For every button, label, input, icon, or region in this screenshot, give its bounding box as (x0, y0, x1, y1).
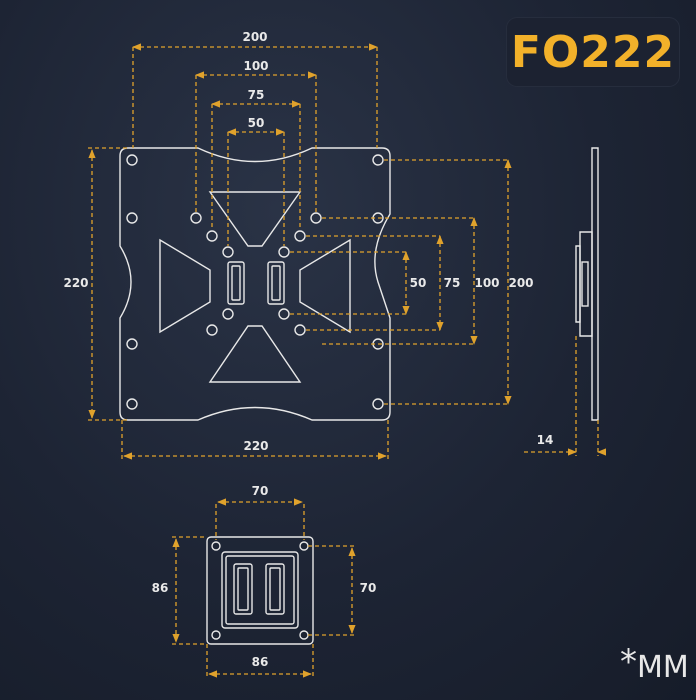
dim-top-100: 100 (243, 59, 268, 73)
dim-bracket-left-86: 86 (152, 581, 169, 595)
unit-note: *MM (620, 642, 689, 686)
cutout-bottom (208, 325, 302, 383)
dim-top-75: 75 (248, 88, 265, 102)
cutout-right (299, 238, 351, 334)
front-plate (119, 147, 391, 421)
dim-depth-14: 14 (537, 433, 554, 447)
top-dimensions: 200 100 75 50 (132, 30, 378, 246)
model-title: FO222 (510, 26, 676, 78)
dim-bracket-top-70: 70 (252, 484, 269, 498)
dim-height-220: 220 (63, 276, 88, 290)
bottom-width-dimension: 220 (121, 420, 389, 460)
dim-top-50: 50 (248, 116, 265, 130)
slot-left (227, 261, 245, 305)
dim-right-75: 75 (444, 276, 461, 290)
dim-right-100: 100 (474, 276, 499, 290)
unit-star: * (620, 642, 637, 682)
mounting-holes (126, 154, 384, 410)
unit-label: MM (637, 650, 689, 685)
dim-right-200: 200 (508, 276, 533, 290)
model-badge: FO222 (507, 18, 679, 86)
bracket-view: 70 70 86 86 (152, 484, 377, 678)
right-dimensions: 50 75 100 200 (290, 159, 534, 405)
side-view: 14 (524, 147, 607, 456)
cutout-top (208, 191, 302, 247)
slot-right (267, 261, 285, 305)
dim-bracket-right-70: 70 (360, 581, 377, 595)
dim-bracket-bottom-86: 86 (252, 655, 269, 669)
left-height-dimension: 220 (63, 147, 128, 421)
dim-top-200: 200 (242, 30, 267, 44)
cutout-left (159, 238, 211, 334)
dim-width-220: 220 (243, 439, 268, 453)
dim-right-50: 50 (410, 276, 427, 290)
